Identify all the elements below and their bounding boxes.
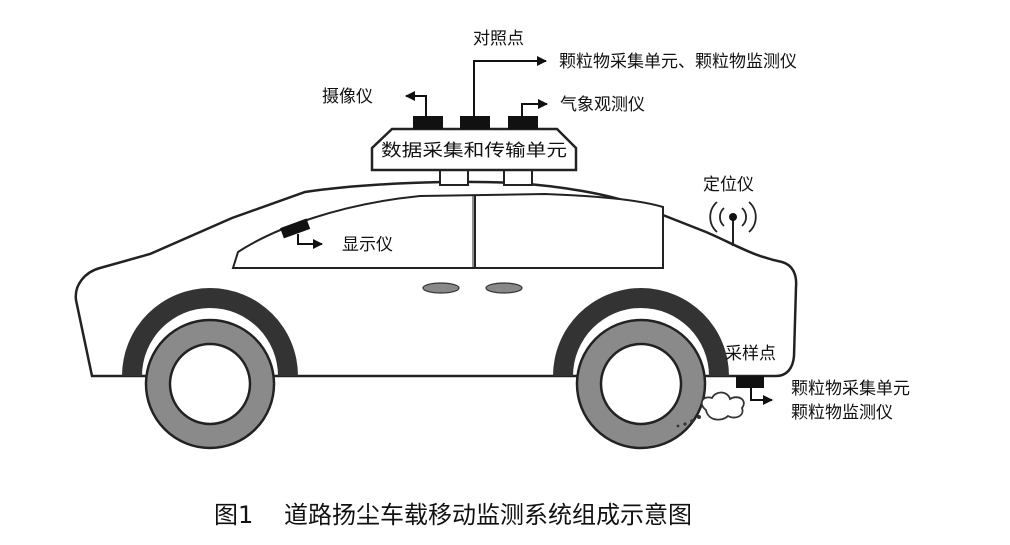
gps-signal-icon	[709, 201, 757, 233]
display-arrow	[297, 234, 323, 249]
car-window-frame	[231, 192, 664, 269]
figure-title: 道路扬尘车载移动监测系统组成示意图	[284, 501, 692, 529]
display-label: 显示仪	[342, 235, 393, 255]
reference-arrow	[473, 56, 547, 116]
rear-monitor-label: 颗粒物监测仪	[791, 403, 893, 423]
wheel-rear	[575, 318, 707, 450]
gps-icon	[729, 213, 737, 221]
roof-particle-units-label: 颗粒物采集单元、颗粒物监测仪	[559, 52, 797, 72]
weather-device	[508, 116, 538, 129]
camera-device	[413, 116, 443, 129]
rear-collector-label: 颗粒物采集单元	[791, 379, 910, 399]
gps-label: 定位仪	[703, 175, 754, 195]
sampling-point-label: 采样点	[725, 344, 776, 364]
dust-trail	[676, 415, 701, 428]
camera-label: 摄像仪	[322, 87, 373, 107]
wheel-arch-front	[122, 288, 298, 376]
rear-collector-arrow	[750, 388, 773, 405]
weather-arrow	[521, 99, 548, 116]
display-device	[280, 218, 311, 239]
reference-collector-device	[460, 116, 490, 129]
rear-collector-device	[736, 376, 764, 388]
wheel-arch-rear	[553, 288, 729, 376]
camera-arrow	[405, 91, 427, 116]
reference-point-label: 对照点	[473, 29, 524, 49]
dust-cloud-icon	[700, 391, 745, 421]
door-handle-rear	[485, 282, 523, 294]
data-unit-box	[370, 127, 578, 172]
door-handle-front	[422, 282, 460, 294]
wheel-front	[144, 318, 276, 450]
data-unit-label: 数据采集和传输单元	[381, 141, 567, 161]
figure-number: 图1	[214, 501, 253, 529]
weather-label: 气象观测仪	[560, 95, 645, 115]
